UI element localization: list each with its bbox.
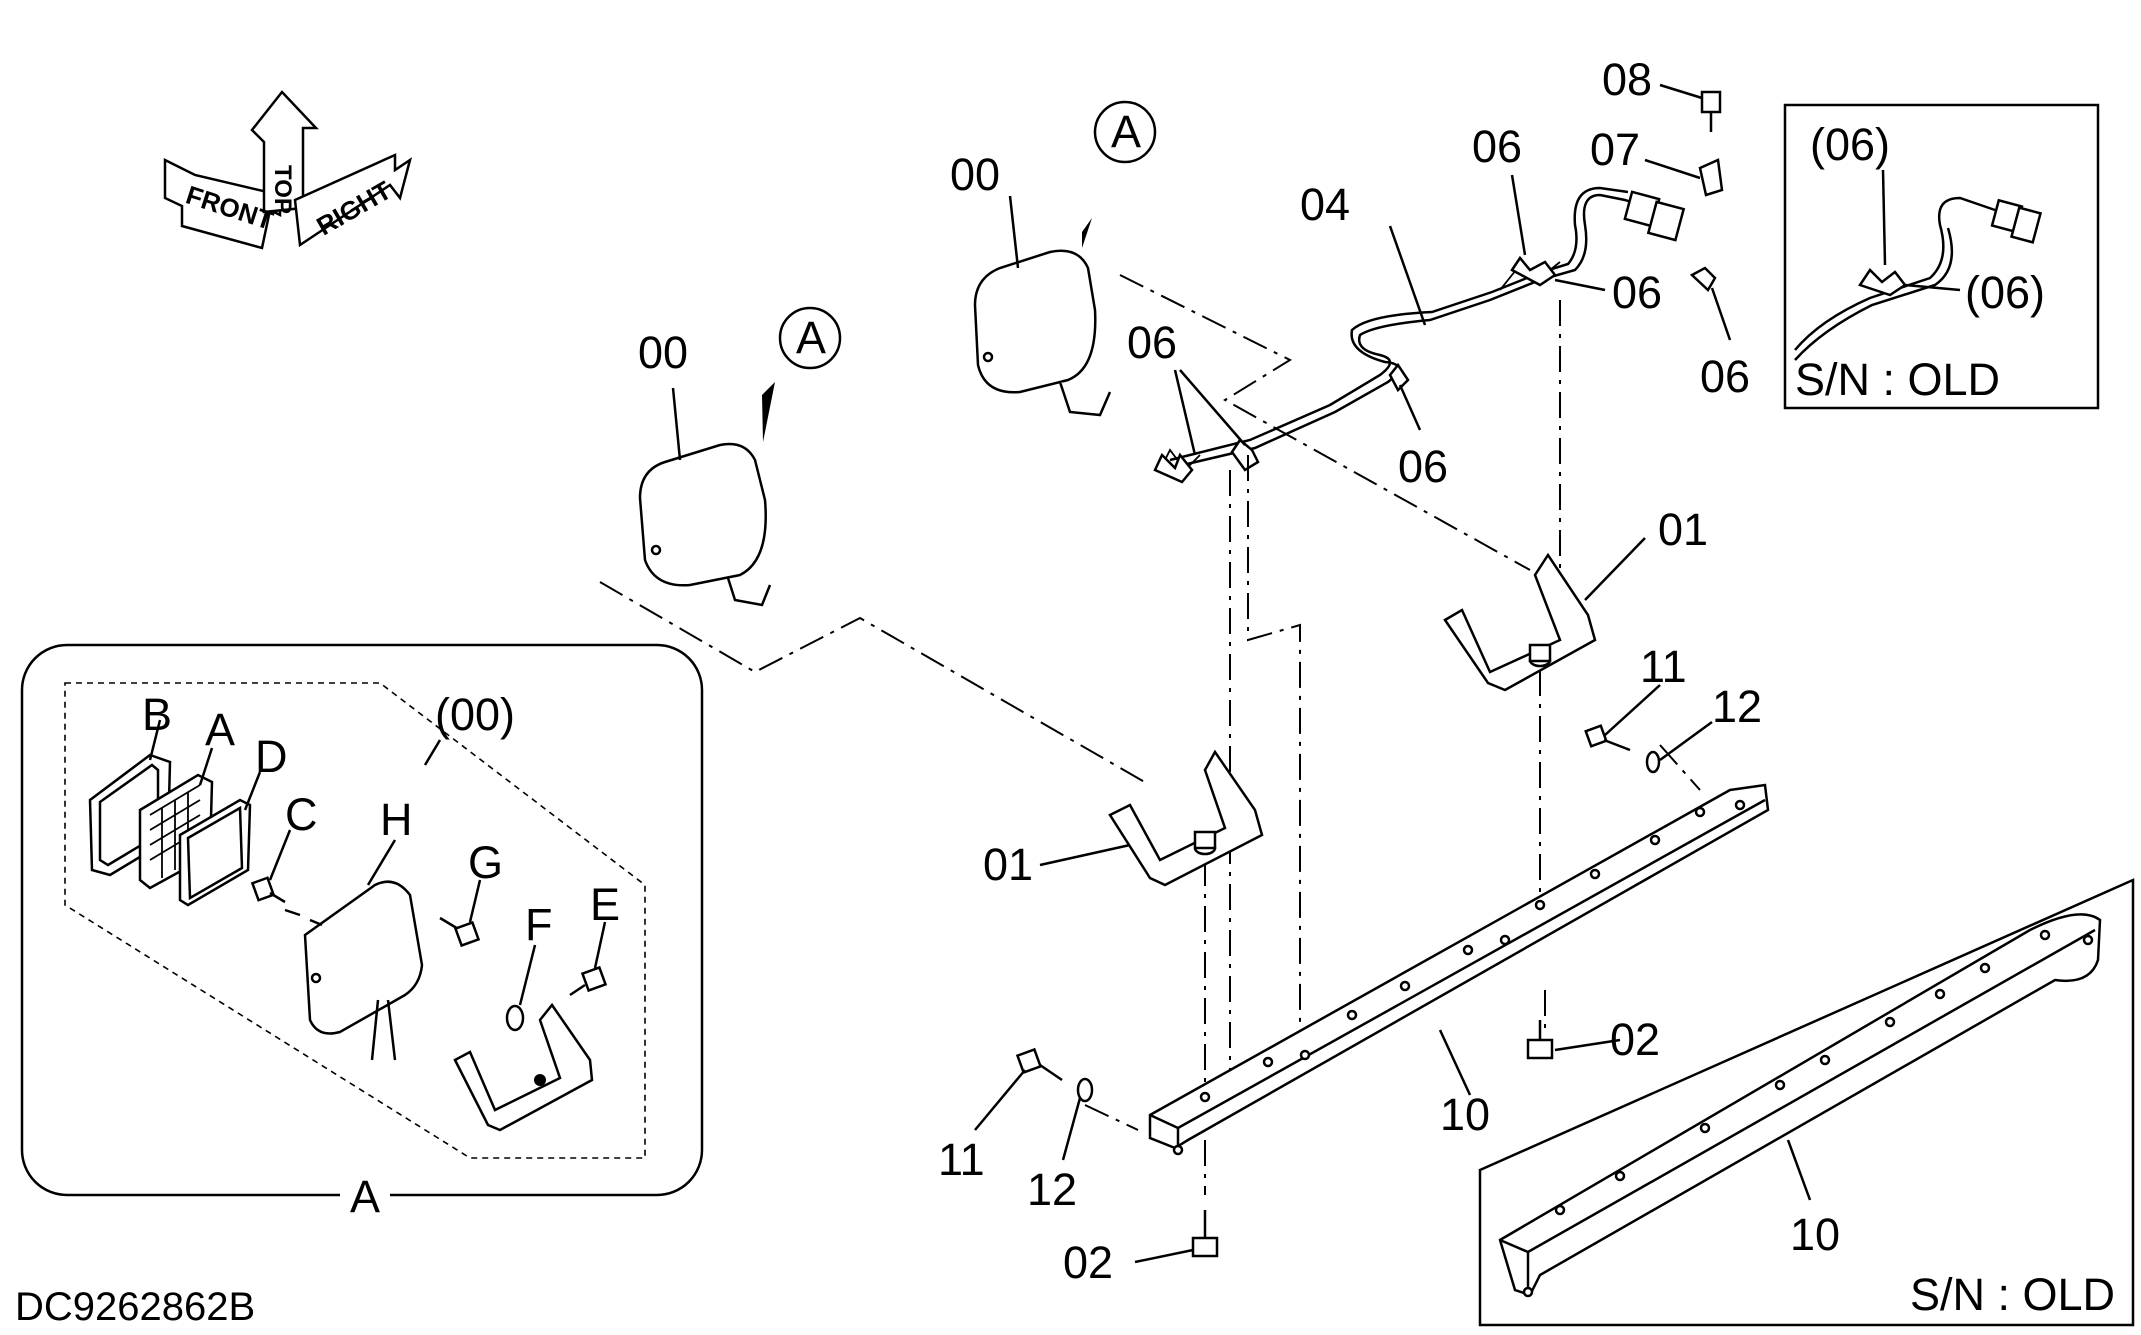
callout-bolt-lower-left: 11 [938,1134,985,1185]
leader-clamp-left-b [1179,369,1246,446]
part-d-label: D [255,731,288,782]
work-lamp-right [973,249,1112,417]
leader-bolt-top [1659,83,1703,100]
mounting-rail [1148,783,1770,1156]
bolt-e [569,965,608,997]
inset-old-harness: (06) (06) S/N : OLD [1783,103,2100,410]
callout-washer-lower-left: 12 [1027,1164,1077,1215]
callout-connector-clip: 07 [1590,124,1640,175]
callout-bracket-right: 01 [1658,504,1708,555]
part-f-label: F [525,899,553,950]
inset-clamp-b-label: (06) [1965,267,2045,318]
detail-view-a: (00) A B A D C [20,643,704,1222]
detail-view-label: A [350,1171,380,1222]
washer-upper-right [1645,750,1661,774]
nut-bottom [1191,1210,1219,1258]
callout-lamp-right: 00 [950,149,1000,200]
callout-washer-upper-right: 12 [1712,681,1762,732]
leader-washer-lower-left [1061,1097,1082,1161]
callout-rail: 10 [1440,1089,1490,1140]
drawing-id: DC9262862B [15,1285,255,1329]
leader-nut-bottom [1134,1248,1194,1264]
leader-clamp-right-b [1710,287,1732,341]
lens-gasket [178,798,252,907]
leader-bolt-upper-right [1604,684,1661,736]
leader-lamp-right [1008,195,1020,269]
callout-clamp-mid: 06 [1398,441,1448,492]
bolt-g [439,916,481,948]
leader-bracket-left [1039,843,1131,867]
callout-nut-right: 02 [1610,1014,1660,1065]
nut-right [1526,1020,1554,1060]
connector-clip [1698,158,1724,197]
washer-f [505,1004,525,1032]
orientation-arrows-icon: FRONT TOP RIGHT [163,90,413,250]
leader-bolt-lower-left [974,1069,1026,1131]
bracket-left [1108,749,1264,887]
part-e-label: E [590,879,620,930]
inset-clamp-a-label: (06) [1810,119,1890,170]
part-h-label: H [380,794,413,845]
leader-clamp-right-a [1554,278,1606,292]
callout-nut-bottom: 02 [1063,1237,1113,1288]
bolt-lower-left [1015,1047,1063,1082]
part-c-label: C [285,789,318,840]
view-a-marker-left [778,306,842,370]
bolt-upper-right [1584,724,1631,752]
leader-clamp-left-a [1173,369,1197,456]
part-b-label: B [142,689,172,740]
callout-bolt-upper-right: 11 [1640,641,1687,692]
inset-old-harness-caption: S/N : OLD [1795,354,2000,405]
callout-clamp-right-b: 06 [1700,351,1750,402]
callout-clamp-top: 06 [1472,121,1522,172]
lamp-bracket [453,1002,594,1132]
leader-harness [1388,225,1427,326]
view-a-marker-left-label: A [796,312,826,363]
top-arrow-label: TOP [269,165,296,214]
callout-rail-old: 10 [1790,1209,1840,1260]
old-rail-holes [1522,929,2094,1298]
view-pointer-left [762,382,775,442]
wiring-harness [1159,186,1686,472]
view-a-marker-right [1093,100,1157,164]
leader-clamp-top [1510,174,1527,256]
leader-clamp-mid [1398,384,1422,431]
washer-lower-left [1076,1077,1094,1103]
leader-connector-clip [1644,158,1701,180]
screw-c [250,876,286,904]
leader-lamp-left [671,387,682,461]
callout-clamp-left-group: 06 [1127,317,1177,368]
work-lamp-left [638,442,772,607]
callout-bolt-top: 08 [1602,54,1652,105]
bracket-right [1443,552,1597,692]
callout-bracket-left: 01 [983,839,1033,890]
view-pointer-right [1082,218,1092,248]
assembly-lines [599,274,1701,1195]
inset-old-rail: 10 S/N : OLD [1478,878,2135,1327]
leader-nut-right [1554,1038,1621,1052]
view-a-marker-right-label: A [1111,106,1141,157]
leader-rail [1438,1029,1472,1096]
part-g-label: G [468,837,503,888]
detail-group-label: (00) [435,689,515,740]
part-a-label: A [205,704,235,755]
mounting-bolt-top [1700,90,1722,132]
harness-clamps [1153,255,1717,484]
lamp-housing-h [284,880,424,1061]
rail-holes [1172,799,1746,1156]
callout-harness: 04 [1300,179,1350,230]
callout-lamp-left: 00 [638,327,688,378]
inset-old-rail-caption: S/N : OLD [1910,1269,2115,1320]
callout-clamp-right-a: 06 [1612,267,1662,318]
leader-bracket-right [1584,537,1646,601]
leader-washer-upper-right [1659,720,1713,762]
